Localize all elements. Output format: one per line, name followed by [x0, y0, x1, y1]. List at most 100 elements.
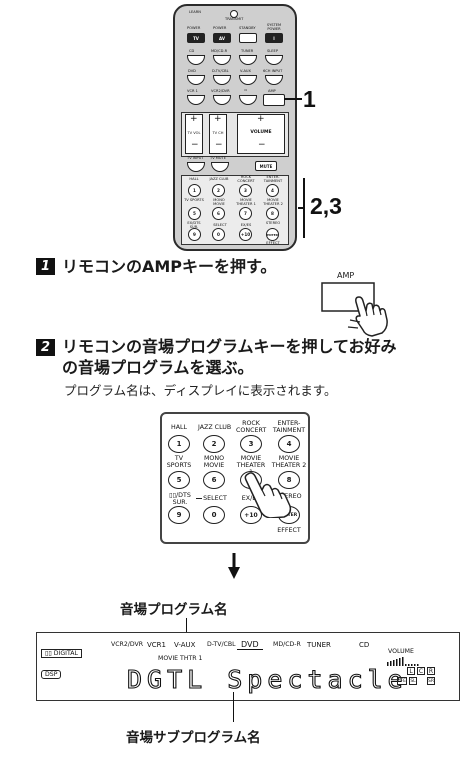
tv-ch-label: TV CH	[212, 131, 224, 135]
mute-button[interactable]: MUTE	[255, 161, 277, 171]
movie-theater-2-label: MOVIE THEATER 2	[271, 455, 307, 469]
system-power-button[interactable]: I	[265, 33, 283, 43]
key-6[interactable]: 6	[212, 207, 225, 220]
system-power-label: SYSTEM POWER	[266, 23, 282, 31]
tv-mute-button[interactable]	[211, 162, 229, 172]
cd-button[interactable]	[187, 55, 205, 65]
standby-button[interactable]	[239, 33, 257, 43]
key-0[interactable]: 0	[212, 228, 225, 241]
volume-label: VOLUME	[250, 130, 272, 135]
plus-icon: +	[214, 114, 222, 124]
tv-ch-rocker[interactable]	[209, 114, 227, 154]
ex-es-label: EX/ES	[241, 495, 261, 502]
indicator-led	[230, 10, 238, 18]
power-label-av: POWER	[213, 26, 227, 30]
callout-leader-23	[298, 207, 304, 209]
vcr2-dvr-label: VCR2/DVR	[211, 89, 230, 93]
amp-label: AMP	[268, 89, 276, 93]
key-1[interactable]: 1	[188, 184, 201, 197]
tv-power-button[interactable]: TV	[187, 33, 205, 43]
key-7[interactable]: 7	[239, 207, 252, 220]
key-2[interactable]: 2	[212, 184, 225, 197]
effect-label: EFFECT	[277, 527, 301, 534]
sound-program-name-caption: 音場プログラム名	[120, 602, 228, 618]
source-dvd: DVD	[241, 640, 259, 649]
finger-pressing-amp-key-icon	[321, 282, 388, 337]
key-0[interactable]: 0	[203, 506, 225, 524]
dtv-cbl-button[interactable]	[213, 75, 231, 85]
rock-concert-label: ROCK CONCERT	[237, 175, 255, 183]
tv-vol-label: TV VOL	[187, 131, 201, 135]
tv-sports-label: TV SPORTS	[166, 455, 192, 469]
source-cd: CD	[359, 641, 370, 649]
md-cdr-button[interactable]	[213, 55, 231, 65]
caption-leader-bottom	[233, 692, 234, 722]
key-plus-10[interactable]: +10	[240, 506, 262, 524]
display-icon: ▭	[244, 88, 248, 92]
learn-label: LEARN	[189, 10, 201, 14]
key-2[interactable]: 2	[203, 435, 225, 453]
effect-label: EFFECT	[266, 241, 280, 245]
sleep-button[interactable]	[265, 55, 283, 65]
vcr1-button[interactable]	[187, 95, 205, 105]
speaker-sl: SL	[409, 677, 417, 685]
source-vcr1: VCR1	[147, 641, 166, 649]
tuner-button[interactable]	[239, 55, 257, 65]
finger-pressing-key-7-icon	[244, 472, 292, 518]
cd-label: CD	[189, 49, 195, 53]
mono-movie-label: MONO MOVIE	[213, 198, 225, 206]
key-5[interactable]: 5	[168, 471, 190, 489]
source-md-cdr: MD/CD-R	[273, 641, 301, 648]
callout-1: 1	[303, 86, 316, 112]
volume-rocker[interactable]	[237, 114, 285, 154]
speaker-r: R	[427, 667, 435, 675]
enter-button[interactable]: ENTER	[266, 228, 279, 241]
tuner-label: TUNER	[241, 49, 254, 53]
callout-leader-1	[284, 98, 302, 100]
tv-mute-label: TV MUTE	[210, 156, 226, 160]
amp-key-label: AMP	[337, 271, 355, 280]
stereo-label: STEREO	[276, 493, 302, 500]
ex-dts-sur-label: ▯▯/DTS SUR.	[169, 492, 191, 506]
standby-label: STANDBY	[239, 26, 256, 30]
source-vcr2-dvr: VCR2/DVR	[111, 641, 144, 648]
key-3[interactable]: 3	[239, 184, 252, 197]
v-aux-button[interactable]	[239, 75, 257, 85]
dvd-button[interactable]	[187, 75, 205, 85]
vcr1-label: VCR 1	[187, 89, 198, 93]
jazz-club-label: JAZZ CLUB	[198, 424, 232, 431]
select-dash-left	[196, 498, 202, 499]
key-8[interactable]: 8	[266, 207, 279, 220]
hall-label: HALL	[170, 424, 188, 431]
key-4[interactable]: 4	[266, 184, 279, 197]
step-2-line-2: の音場プログラムを選ぶ。	[62, 358, 254, 377]
vcr2-dvr-button[interactable]	[213, 95, 231, 105]
key-9[interactable]: 9	[188, 228, 201, 241]
ex-dts-sur-label: EX/DTS SUR.	[187, 221, 201, 229]
speaker-l: L	[407, 667, 415, 675]
speaker-lfe: LFE	[397, 677, 407, 685]
key-5[interactable]: 5	[188, 207, 201, 220]
minus-icon: −	[258, 140, 266, 150]
6ch-input-button[interactable]	[265, 75, 283, 85]
key-8[interactable]: 8	[278, 471, 300, 489]
key-6[interactable]: 6	[203, 471, 225, 489]
key-4[interactable]: 4	[278, 435, 300, 453]
callout-2-3: 2,3	[310, 193, 342, 219]
key-plus-10[interactable]: +10	[239, 228, 252, 241]
callout-bracket-23	[303, 178, 305, 238]
power-label-tv: POWER	[187, 26, 201, 30]
volume-label: VOLUME	[388, 648, 414, 655]
program-name-indicator: MOVIE THTR 1	[158, 655, 203, 662]
tv-input-button[interactable]	[187, 162, 205, 172]
display-button[interactable]	[239, 95, 257, 105]
tv-vol-rocker[interactable]	[185, 114, 203, 154]
dvd-label: DVD	[188, 69, 196, 73]
amp-button[interactable]	[263, 94, 285, 106]
key-9[interactable]: 9	[168, 506, 190, 524]
speaker-c: C	[417, 667, 425, 675]
key-1[interactable]: 1	[168, 435, 190, 453]
key-3[interactable]: 3	[240, 435, 262, 453]
source-v-aux: V-AUX	[174, 641, 196, 649]
av-power-button[interactable]: AV	[213, 33, 231, 43]
